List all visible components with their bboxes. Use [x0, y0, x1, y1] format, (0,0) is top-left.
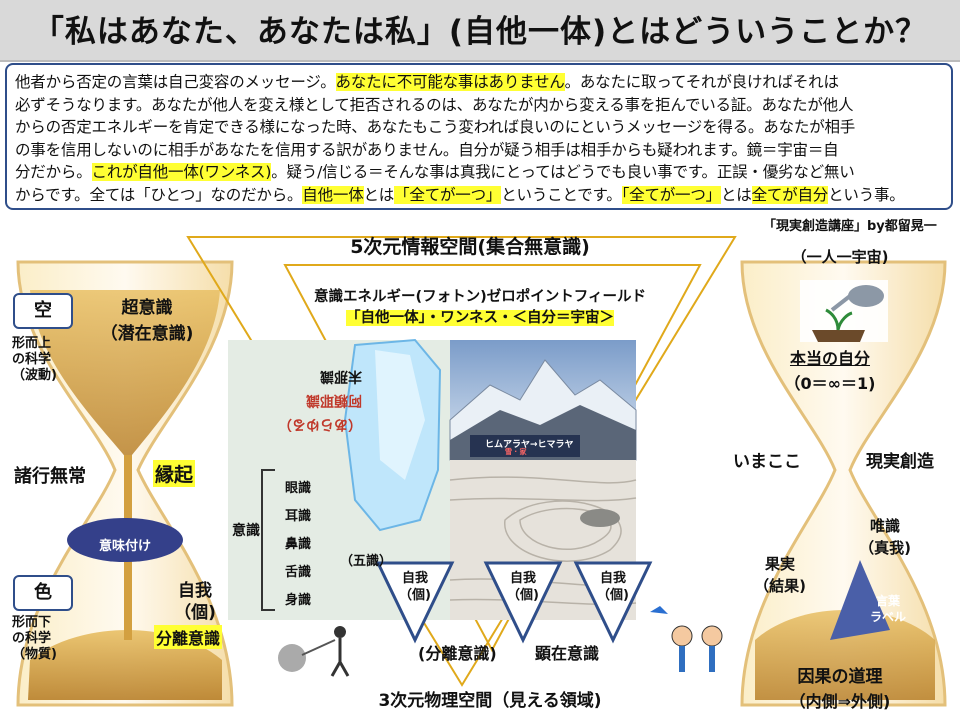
physics-label: 形而下 の科学 （物質) — [12, 615, 57, 662]
here-now-label: いまここ — [733, 452, 801, 472]
oneness-label: 「自他一体」・ワンネス・＜自分＝宇宙＞ — [346, 310, 614, 326]
sense-3: 鼻識 — [285, 537, 312, 552]
goshiki-label: （五識） — [340, 554, 393, 569]
word-label: 言葉 ラベル — [869, 594, 906, 624]
body-line-6-seg-2: 自他一体 — [302, 185, 364, 204]
one-universe-label: （一人一宇宙) — [791, 248, 889, 266]
body-line-6-seg-9: という事。 — [828, 185, 905, 204]
body-line-6-seg-7: とは — [720, 185, 752, 204]
true-self-label: 本当の自分 — [789, 349, 870, 368]
yuishiki-label: 唯識 （真我) — [859, 517, 911, 557]
explanation-box: 他者から否定の言葉は自己変容のメッセージ。あなたに不可能な事はありません。あなた… — [5, 63, 953, 210]
ego-triangle-2: 自我 （個) — [507, 571, 539, 603]
sense-4: 舌識 — [285, 565, 312, 580]
impermanence-label: 諸行無常 — [14, 466, 86, 487]
sixth-sense: 意識 — [232, 523, 260, 539]
sky-box: 空 — [13, 293, 73, 329]
right-hourglass — [740, 260, 947, 707]
himalaya-sub: 雪 · 家 — [505, 448, 527, 456]
body-line-5-seg-2: これが自他一体(ワンネス) — [91, 163, 272, 181]
body-line-1-seg-2: あなたに不可能な事はありません — [335, 73, 565, 91]
body-line-2-seg-1: 必ずそうなります。あなたが他人を変え様として拒否されるのは、あなたが内から変える… — [15, 95, 854, 114]
zero-point-field-label: 意識エネルギー(フォトン)ゼロポイントフィールド — [314, 289, 646, 305]
body-line-5-seg-1: 分だから。 — [15, 163, 92, 181]
body-line-6-seg-5: ということです。 — [501, 185, 622, 204]
super-conscious-label: 超意識 （潜在意識) — [100, 298, 194, 344]
sense-5: 身識 — [285, 593, 312, 608]
body-line-1-seg-1: 他者から否定の言葉は自己変容のメッセージ。 — [15, 73, 336, 91]
causality-label: 因果の道理 — [797, 667, 883, 687]
body-line-4: の事を信用しないのに相手があなたを信用する訳がありません。自分が疑う相手は相手か… — [15, 138, 839, 160]
credit: 「現実創造講座」by都留晃一 — [763, 219, 937, 234]
alaya-label: 阿頼耶識 — [306, 392, 362, 408]
ego-triangle-1: 自我 （個) — [399, 571, 431, 603]
reality-creation-label: 現実創造 — [866, 452, 934, 472]
body-line-6-seg-1: からです。全ては「ひとつ」なのだから。 — [15, 185, 303, 204]
title-bar — [0, 0, 960, 62]
body-line-3-seg-1: からの否定エネルギーを肯定できる様になった時、あなたもこう変われば良いのにという… — [15, 118, 856, 136]
body-line-6-seg-8: 全てが自分 — [751, 185, 829, 204]
meaning-label: 意味付け — [99, 539, 152, 554]
page-title: 「私はあなた、あなたは私」(自他一体)とはどういうことか？ — [32, 14, 928, 50]
five-dimension-label: 5次元情報空間(集合無意識) — [350, 236, 590, 258]
equation-label: （0＝∞＝1) — [784, 374, 876, 393]
form-box: 色 — [13, 575, 73, 611]
body-line-5-seg-3: 。疑う/信じる＝そんな事は真我にとってはどうでも良い事です。正誤・優劣など無い — [271, 163, 855, 181]
ego-label: 自我 （個) — [174, 581, 216, 623]
alaya-block: （あらゆる） 阿頼耶識 末那識 — [232, 345, 362, 435]
body-line-6: からです。全ては「ひとつ」なのだから。自他一体とは「全てが一つ」ということです。… — [15, 183, 905, 205]
explicit-consciousness: 顕在意識 — [535, 644, 600, 663]
body-line-2: 必ずそうなります。あなたが他人を変え様として拒否されるのは、あなたが内から変える… — [15, 93, 853, 115]
body-line-6-seg-4: 「全てが一つ」 — [394, 185, 502, 204]
hiragana-label: （あらゆる） — [278, 416, 362, 432]
body-line-5: 分だから。これが自他一体(ワンネス)。疑う/信じる＝そんな事は真我にとってはどう… — [15, 160, 855, 182]
metaphysics-label: 形而上 の科学 （波動) — [12, 336, 57, 383]
inside-out-label: （内側⇒外側) — [789, 692, 891, 711]
body-line-6-seg-3: とは — [363, 185, 395, 204]
three-dimension-label: 3次元物理空間（見える領域) — [378, 691, 602, 711]
manas-label: 末那識 — [320, 368, 362, 384]
body-line-4-seg-1: の事を信用しないのに相手があなたを信用する訳がありません。自分が疑う相手は相手か… — [15, 140, 839, 159]
separation-label: (分離意識) — [418, 644, 497, 663]
separation-consciousness: 分離意識 — [154, 625, 223, 649]
sense-2: 耳識 — [285, 509, 312, 524]
body-line-1: 他者から否定の言葉は自己変容のメッセージ。あなたに不可能な事はありません。あなた… — [15, 70, 839, 92]
body-line-1-seg-3: 。あなたに取ってそれが良ければそれは — [564, 73, 839, 91]
fruit-label: 果実 （結果) — [754, 555, 806, 595]
ego-triangle-3: 自我 （個) — [597, 571, 629, 603]
sense-1: 眼識 — [285, 481, 312, 496]
engi-label: 縁起 — [153, 460, 196, 487]
body-line-6-seg-6: 「全てが一つ」 — [621, 185, 721, 204]
body-line-3: からの否定エネルギーを肯定できる様になった時、あなたもこう変われば良いのにという… — [15, 115, 855, 137]
senses-list: 眼識 耳識 鼻識 舌識 身識 — [285, 475, 311, 615]
himalaya-caption: ヒムアラヤ→ヒマラヤ — [485, 440, 574, 450]
